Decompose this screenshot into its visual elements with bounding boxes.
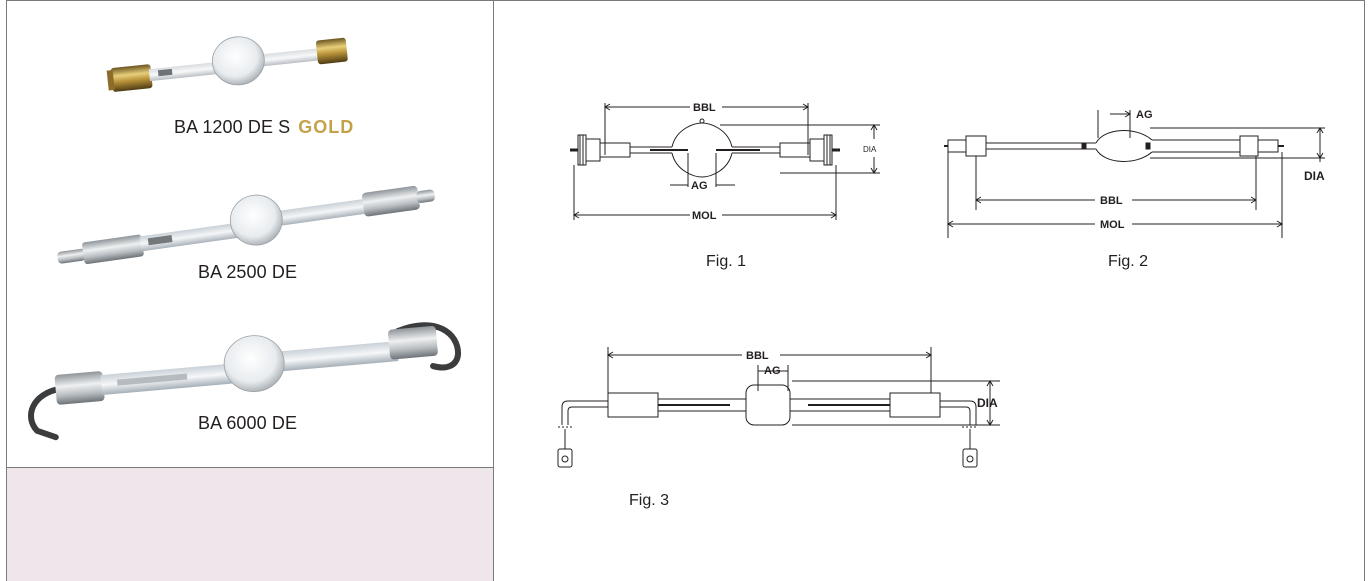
column-divider [493,0,494,581]
lamp-caption-ba1200: BA 1200 DE S GOLD [174,117,354,138]
lamp-photo-ba2500 [57,185,435,265]
fig2-caption: Fig. 2 [1108,253,1149,270]
fig3-bbl-label: BBL [746,350,769,362]
lamp-photo-ba6000 [28,322,462,441]
fig3-ag-label: AG [764,365,781,377]
lamp-name: BA 1200 DE S [174,117,291,137]
fig2-ag-label: AG [1136,109,1153,121]
lamp-photo-ba1200 [106,36,348,92]
empty-info-panel [7,468,493,581]
row-divider [6,467,494,468]
lamp-caption-ba2500: BA 2500 DE [198,262,298,282]
diagram-fig3: BBL AG DIA [557,347,1000,468]
page-frame [6,0,1365,581]
fig2-bbl-label: BBL [1100,195,1123,207]
fig3-caption: Fig. 3 [629,492,670,509]
fig1-bbl-label: BBL [693,102,716,114]
lamp-caption-ba6000: BA 6000 DE [198,413,298,433]
gold-badge: GOLD [298,117,355,137]
fig1-caption: Fig. 1 [706,253,747,270]
fig1-dia-label: DIA [863,145,877,154]
fig3-dia-label: DIA [977,396,998,410]
fig1-mol-label: MOL [692,210,717,222]
diagram-fig1: BBL MOL DIA AG [570,102,880,222]
diagram-fig2: AG DIA BBL MOL [944,109,1325,238]
fig2-mol-label: MOL [1100,219,1125,231]
fig2-dia-label: DIA [1304,169,1325,183]
fig1-ag-label: AG [691,180,708,192]
